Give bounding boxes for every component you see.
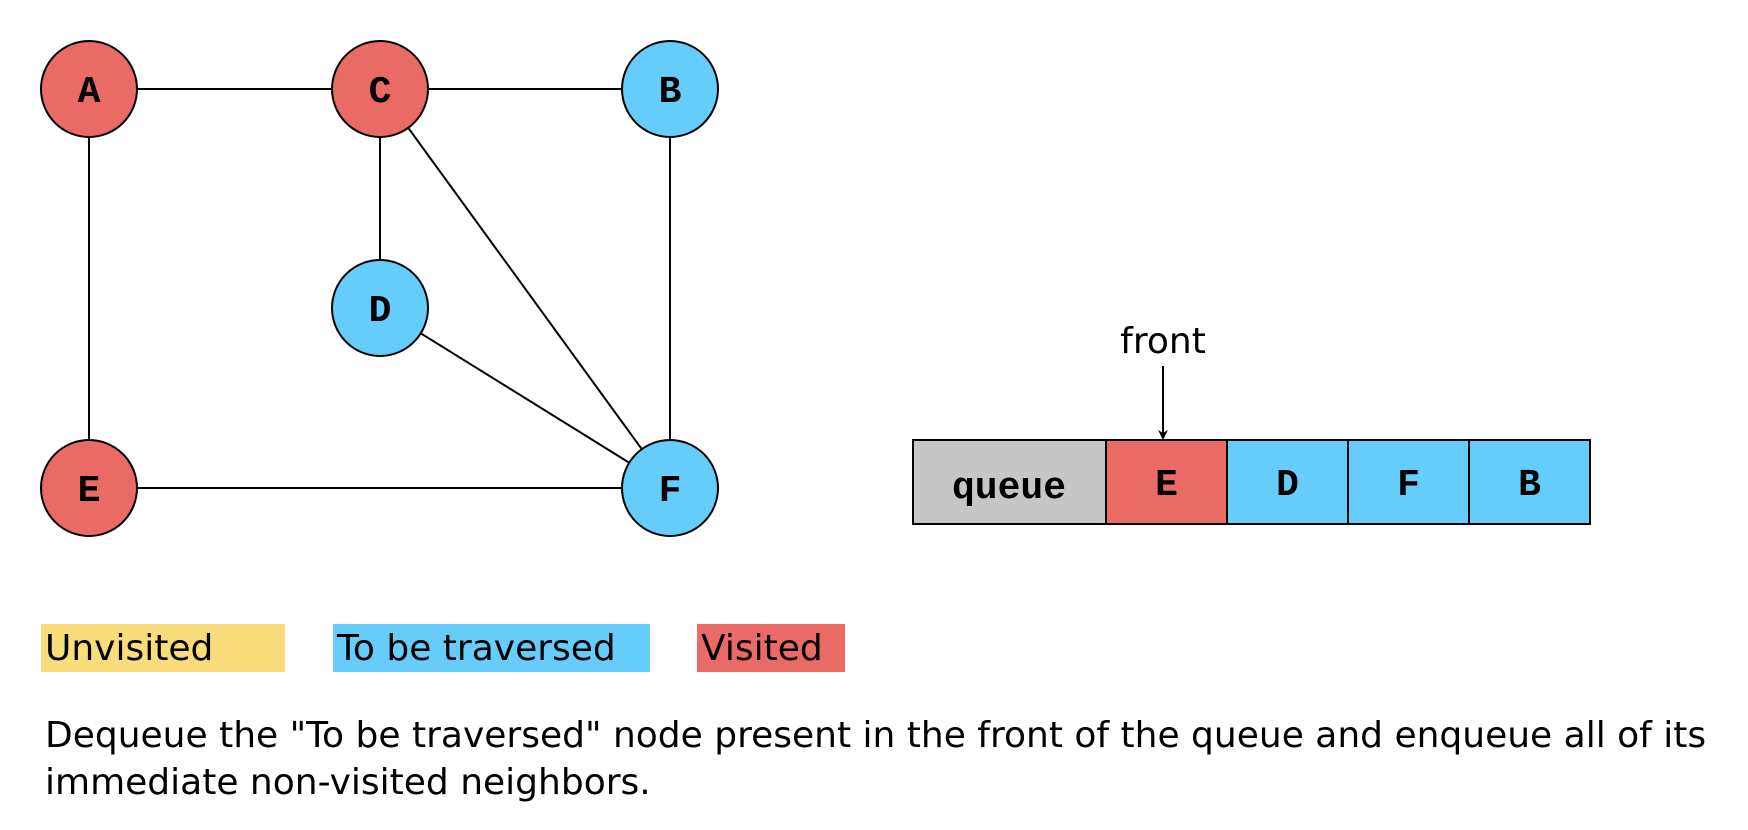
edge-d-f — [379, 307, 671, 489]
node-b: B — [621, 40, 719, 138]
node-circle — [331, 40, 429, 138]
node-label: E — [78, 470, 101, 513]
legend-visited: Visited — [697, 624, 845, 672]
queue-cell-label: F — [1397, 464, 1420, 507]
node-c: C — [331, 40, 429, 138]
graph-nodes: A C B D E F — [40, 40, 719, 537]
node-label: F — [659, 470, 682, 513]
queue-cell-label: E — [1155, 464, 1178, 507]
node-label: A — [78, 71, 101, 114]
queue-header-label: queue — [952, 467, 1066, 510]
node-e: E — [40, 439, 138, 537]
node-label: B — [659, 71, 682, 114]
queue-cell-d — [1226, 439, 1349, 525]
caption: Dequeue the "To be traversed" node prese… — [45, 715, 1707, 803]
node-f: F — [621, 439, 719, 537]
node-circle — [621, 439, 719, 537]
queue-cell-f — [1347, 439, 1470, 525]
node-label: D — [369, 290, 392, 333]
node-a: A — [40, 40, 138, 138]
node-label: C — [369, 71, 392, 114]
edge-c-f — [379, 88, 671, 489]
front-pointer-label: front — [1120, 321, 1206, 362]
legend-unvisited: Unvisited — [41, 624, 285, 672]
queue-cell-label: B — [1518, 464, 1541, 507]
node-circle — [621, 40, 719, 138]
queue: front queue E D F B — [912, 321, 1591, 525]
node-d: D — [331, 259, 429, 357]
legend-to-be-traversed: To be traversed — [333, 624, 650, 672]
node-circle — [40, 439, 138, 537]
queue-cell-label: D — [1276, 464, 1299, 507]
queue-cell-b — [1468, 439, 1591, 525]
node-circle — [331, 259, 429, 357]
node-circle — [40, 40, 138, 138]
